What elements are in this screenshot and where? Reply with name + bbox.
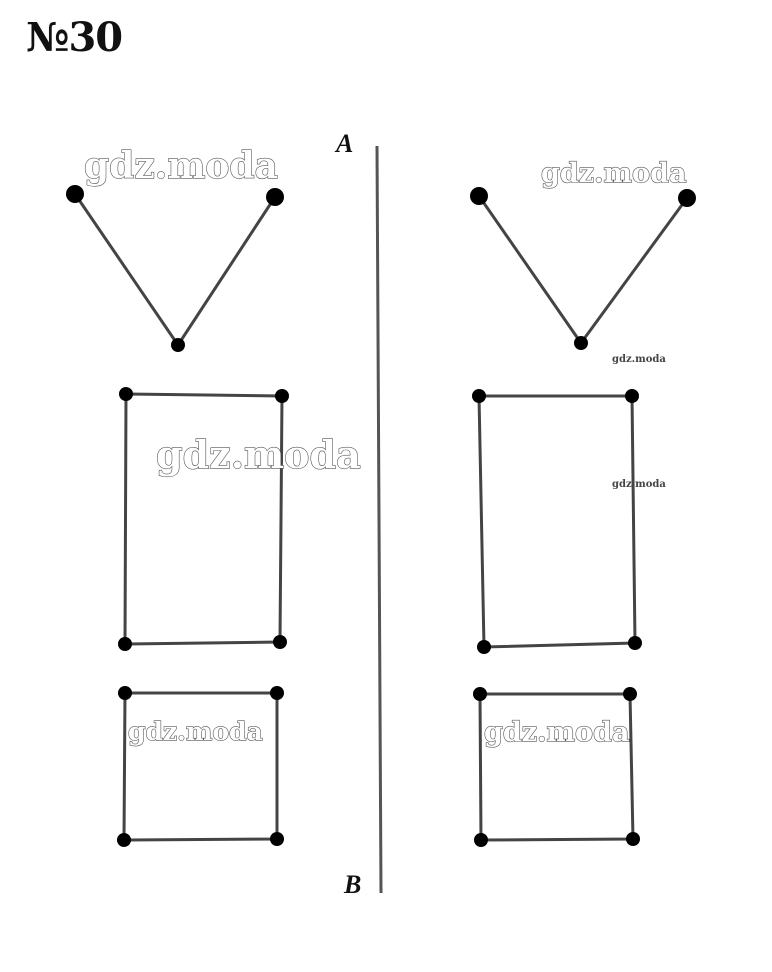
left-v-point-3: [266, 188, 284, 206]
left-square: [117, 686, 284, 847]
symmetry-axis: [375, 145, 383, 894]
left-rect-point-4: [118, 637, 132, 651]
left-square-point-4: [117, 833, 131, 847]
watermark-6: gdz.moda: [612, 354, 666, 365]
left-v-shape: [66, 185, 284, 352]
right-square-point-1: [473, 687, 487, 701]
left-rect-point-1: [119, 387, 133, 401]
page-title: №30: [26, 14, 123, 61]
left-square-outline: [122, 691, 279, 842]
right-v-point-3: [678, 189, 696, 207]
right-rect-point-2: [625, 389, 639, 403]
right-square-point-2: [623, 687, 637, 701]
right-square-point-3: [626, 832, 640, 846]
right-rectangle: [472, 389, 642, 654]
right-v-shape: [470, 187, 696, 350]
right-rectangle-outline: [477, 394, 637, 649]
watermark-4: gdz.moda: [128, 717, 263, 746]
right-rect-point-4: [477, 640, 491, 654]
right-rect-point-1: [472, 389, 486, 403]
left-rect-point-2: [275, 389, 289, 403]
right-v-point-2: [574, 336, 588, 350]
right-square-outline: [478, 692, 635, 842]
watermark-1: gdz.moda: [84, 145, 278, 187]
right-square: [473, 687, 640, 847]
left-rect-point-3: [273, 635, 287, 649]
left-square-point-1: [118, 686, 132, 700]
left-square-point-2: [270, 686, 284, 700]
axis-label-a: A: [334, 129, 353, 158]
watermark-2: gdz.moda: [541, 158, 686, 189]
right-rect-point-3: [628, 636, 642, 650]
right-square-point-4: [474, 833, 488, 847]
left-square-point-3: [270, 832, 284, 846]
axis-label-b: B: [343, 870, 361, 899]
right-v-segments: [477, 195, 689, 346]
watermark-7: gdz.moda: [612, 479, 666, 490]
left-v-point-1: [66, 185, 84, 203]
watermark-3: gdz.moda: [156, 432, 361, 477]
left-v-segments: [73, 193, 277, 348]
left-rectangle: [118, 387, 289, 651]
watermark-5: gdz.moda: [484, 717, 629, 748]
right-v-point-1: [470, 187, 488, 205]
left-v-point-2: [171, 338, 185, 352]
